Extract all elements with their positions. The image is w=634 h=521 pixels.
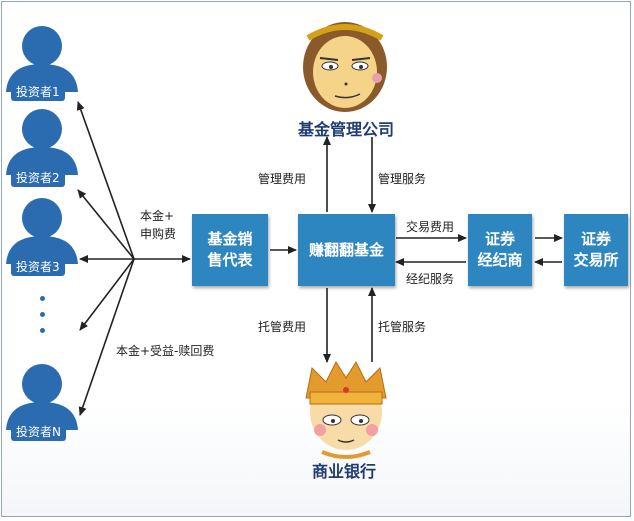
monk-face-icon [305, 360, 387, 459]
management-service-label: 管理服务 [378, 172, 427, 186]
trading-fee-label: 交易费用 [406, 220, 455, 234]
ellipsis-dot [40, 296, 45, 301]
principal-subscription-line-1: 本金+ [140, 209, 175, 223]
broker-box: 证券 经纪商 [468, 214, 532, 286]
arrow-to-investor-dots [79, 258, 135, 331]
redemption-label: 本金+受益-赎回费 [116, 344, 215, 358]
investor-3-icon [6, 198, 78, 264]
custody-fee-label: 托管费用 [258, 320, 307, 334]
exchange-box: 证券 交易所 [564, 214, 628, 286]
brokerage-service-label: 经纪服务 [406, 272, 455, 286]
custody-service-label: 托管服务 [378, 320, 427, 334]
broker-line-1: 证券 [484, 230, 515, 248]
arrow-to-investor-2 [77, 189, 135, 260]
sales-agent-box: 基金销 售代表 [192, 214, 268, 286]
arrow-to-investor-n [78, 258, 135, 416]
investor-1-label: 投资者1 [11, 82, 65, 101]
arrow-to-investor-1 [76, 101, 135, 260]
investor-n-label: 投资者N [11, 422, 66, 441]
bank-label: 商业银行 [312, 462, 377, 481]
investor-2-icon [6, 109, 78, 175]
investor-3-label: 投资者3 [11, 257, 65, 276]
principal-subscription-line-2: 申购费 [140, 227, 177, 241]
fund-label: 赚翻翻基金 [308, 240, 384, 259]
fund-box: 赚翻翻基金 [298, 214, 395, 286]
broker-line-2: 经纪商 [477, 251, 523, 269]
sales-agent-line-2: 售代表 [207, 251, 253, 269]
investor-n-icon [6, 364, 78, 430]
investor-2-label: 投资者2 [11, 168, 65, 187]
monkey-face-icon [303, 22, 387, 112]
management-fee-label: 管理费用 [258, 172, 307, 186]
exchange-line-2: 交易所 [573, 251, 619, 269]
sales-agent-line-1: 基金销 [207, 230, 253, 248]
exchange-line-1: 证券 [580, 230, 611, 248]
ellipsis-dot [40, 328, 45, 333]
ellipsis-dot [40, 312, 45, 317]
management-company-label: 基金管理公司 [298, 120, 395, 139]
